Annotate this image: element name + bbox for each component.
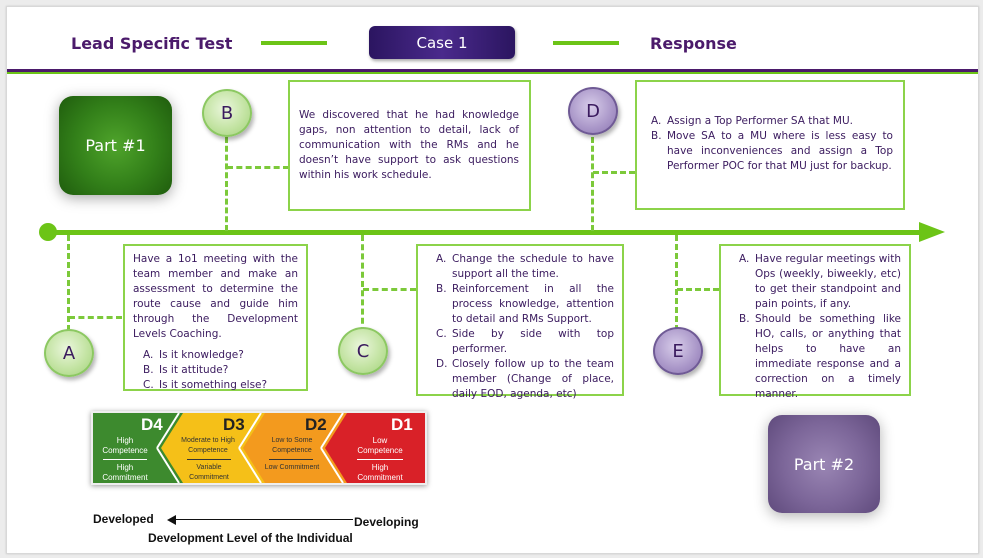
list-item: A.Assign a Top Performer SA that MU. (651, 115, 853, 127)
list-item: A.Is it knowledge? (143, 349, 244, 361)
node-e-label: E (672, 340, 684, 362)
case-label-button[interactable]: Case 1 (369, 26, 515, 59)
list-item: B.Reinforcement in all the process knowl… (436, 283, 614, 325)
level-d1-separator (357, 459, 403, 460)
header-divider-green (7, 72, 978, 74)
node-d-circle[interactable]: D (568, 87, 618, 135)
connector-b-horizontal (227, 166, 289, 169)
node-e-list: A.Have regular meetings with Ops (weekly… (739, 252, 901, 402)
level-d4-commitment: High Commitment (102, 463, 148, 482)
timeline-arrow-icon (919, 222, 945, 242)
level-d4-separator (103, 459, 147, 460)
connector-a-horizontal (69, 316, 122, 319)
node-a-text: Have a 1o1 meeting with the team member … (133, 253, 298, 340)
level-d2-competence: Low to Some Competence (271, 437, 313, 454)
development-level-caption: Development Level of the Individual (148, 531, 353, 545)
node-b-circle[interactable]: B (202, 89, 252, 137)
lead-specific-test-title: Lead Specific Test (71, 34, 233, 53)
node-c-list: A.Change the schedule to have support al… (436, 252, 614, 402)
level-d4-competence: High Competence (102, 436, 148, 455)
node-c-label: C (356, 340, 370, 362)
list-item: B.Should be something like HO, calls, or… (739, 313, 901, 400)
developed-label: Developed (93, 512, 154, 526)
connector-c-vertical (361, 235, 364, 333)
level-d2-separator (269, 459, 313, 460)
level-d4-shape (93, 413, 183, 483)
level-d1-commitment: High Commitment (357, 463, 403, 482)
arrow-left-icon (167, 515, 176, 525)
node-b-textbox: We discovered that he had knowledge gaps… (288, 80, 531, 211)
connector-d-horizontal (593, 171, 635, 174)
level-d3-separator (187, 459, 231, 460)
node-a-label: A (62, 342, 76, 364)
level-d1-competence: Low Competence (357, 436, 403, 455)
development-levels-shapes (93, 413, 425, 483)
node-a-circle[interactable]: A (44, 329, 94, 377)
development-levels-graphic: D4 High Competence High Commitment D3 Mo… (91, 411, 427, 485)
node-e-circle[interactable]: E (653, 327, 703, 375)
list-item: B.Move SA to a MU where is less easy to … (651, 130, 893, 172)
level-d1-shape (321, 413, 425, 483)
header-connector-left (261, 41, 327, 45)
node-a-textbox: Have a 1o1 meeting with the team member … (123, 244, 308, 391)
part-2-block: Part #2 (768, 415, 880, 513)
node-b-text: We discovered that he had knowledge gaps… (299, 109, 519, 181)
response-title: Response (650, 34, 737, 53)
level-d1-code: D1 (391, 415, 413, 434)
case-label: Case 1 (416, 33, 468, 52)
connector-e-horizontal (677, 288, 719, 291)
list-item: A.Have regular meetings with Ops (weekly… (739, 253, 901, 310)
part-1-label: Part #1 (85, 136, 146, 155)
node-a-list: A.Is it knowledge? B.Is it attitude? C.I… (133, 348, 298, 393)
development-arrow-line (169, 519, 353, 520)
timeline-axis (47, 230, 925, 235)
level-d3-shape (157, 413, 265, 483)
list-item: C.Is it something else? (143, 379, 268, 391)
list-item: A.Change the schedule to have support al… (436, 253, 614, 280)
connector-e-vertical (675, 235, 678, 331)
node-d-label: D (586, 100, 600, 122)
level-d2-code: D2 (305, 415, 327, 434)
connector-a-vertical (67, 235, 70, 331)
header-connector-right (553, 41, 619, 45)
node-d-list: A.Assign a Top Performer SA that MU. B.M… (651, 114, 893, 174)
timeline-start-dot (39, 223, 57, 241)
level-d3-code: D3 (223, 415, 245, 434)
node-d-textbox: A.Assign a Top Performer SA that MU. B.M… (635, 80, 905, 210)
slide: Lead Specific Test Case 1 Response Part … (6, 6, 979, 554)
level-d2-commitment: Low Commitment (264, 464, 320, 471)
header-divider-purple (7, 69, 978, 72)
list-item: B.Is it attitude? (143, 364, 229, 376)
connector-c-horizontal (363, 288, 416, 291)
node-e-textbox: A.Have regular meetings with Ops (weekly… (719, 244, 911, 400)
node-c-textbox: A.Change the schedule to have support al… (416, 244, 624, 400)
connector-d-vertical (591, 137, 594, 231)
list-item: C.Side by side with top performer. (436, 328, 614, 355)
level-d4-code: D4 (141, 415, 163, 434)
part-2-label: Part #2 (793, 454, 855, 474)
node-c-circle[interactable]: C (338, 327, 388, 375)
level-d3-competence: Moderate to High Competence (181, 437, 235, 454)
level-d3-commitment: Variable Commitment (189, 464, 229, 481)
list-item: D.Closely follow up to the team member (… (436, 358, 614, 400)
developing-label: Developing (354, 515, 419, 529)
level-d2-shape (239, 413, 347, 483)
node-b-label: B (220, 102, 234, 124)
part-1-block: Part #1 (59, 96, 172, 195)
connector-b-vertical (225, 137, 228, 231)
